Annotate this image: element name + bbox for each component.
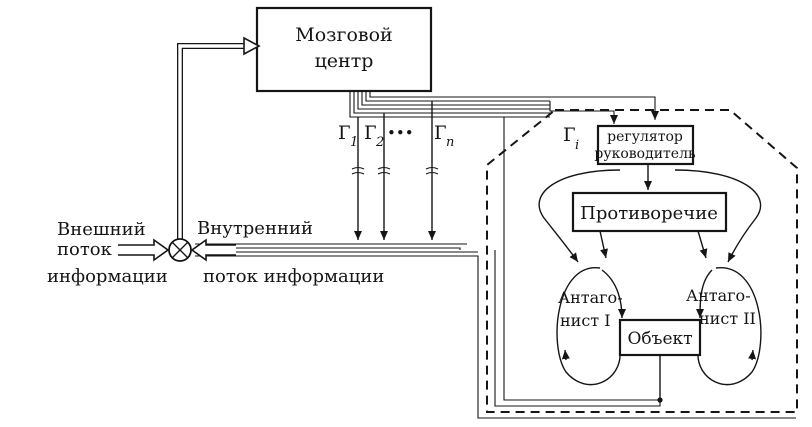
gamma-1-label: Г <box>338 122 351 144</box>
antagonist-2-return-arrow <box>748 349 757 361</box>
gamma-2-label: Г <box>364 122 377 144</box>
internal-flow-arrow <box>190 238 236 262</box>
regulator-label-1: регулятор <box>607 129 683 145</box>
contradiction-to-antagonist-1 <box>599 230 608 259</box>
gamma-n-subscript: n <box>446 135 454 150</box>
antagonist-1-return-arrow <box>561 349 570 361</box>
internal-flow-line-2 <box>195 247 461 250</box>
object-feedback-return-1 <box>503 117 660 401</box>
contradiction-to-antagonist-2 <box>697 230 708 259</box>
gamma-n-break <box>425 166 439 175</box>
channel-line-5 <box>365 91 550 102</box>
brain-center-box <box>255 6 433 93</box>
external-flow-label-2: поток <box>57 239 113 260</box>
contradiction-label: Противоречие <box>580 203 718 224</box>
gamma-1-break <box>351 166 365 175</box>
internal-flow-line-4 <box>195 255 796 419</box>
antagonist-1-label-1: Антаго- <box>558 288 623 307</box>
internal-flow-label-2: поток информации <box>203 266 384 287</box>
feedback-channel-inner <box>178 44 245 240</box>
contradiction-box <box>571 191 728 233</box>
gamma-2-subscript: 2 <box>375 135 384 150</box>
channel-line-6 <box>369 91 659 120</box>
regulator-label-2: руководитель <box>594 146 696 162</box>
gamma-i-label: Г <box>563 124 576 146</box>
gamma-dots: ••• <box>387 124 414 142</box>
channel-line-2 <box>353 91 550 114</box>
antagonist-2-label-2: нист II <box>699 309 756 328</box>
gamma-n-label: Г <box>434 122 447 144</box>
antagonist-1-label-2: нист I <box>560 311 611 330</box>
antagonist-2-label-1: Антаго- <box>686 286 751 305</box>
mixer-cross <box>171 241 189 259</box>
regulator-to-antagonist-2 <box>674 169 762 263</box>
antagonist-2-to-object <box>696 269 713 319</box>
gamma-1-subscript: 1 <box>350 135 358 150</box>
external-flow-label-1: Внешний <box>57 219 146 240</box>
gamma-2-break <box>377 166 391 175</box>
regulator-box <box>596 124 695 166</box>
antagonist-1-loop <box>556 267 621 386</box>
antagonist-1-to-object <box>601 269 626 319</box>
object-box <box>618 318 702 357</box>
object-label: Объект <box>627 329 692 349</box>
channel-line-7 <box>549 101 618 124</box>
brain-center-label-1: Мозговой <box>295 24 392 46</box>
channel-line-3 <box>357 91 550 110</box>
external-flow-arrow <box>118 238 170 262</box>
brain-center-label-2: центр <box>315 50 374 72</box>
regulator-to-antagonist-1 <box>538 169 621 263</box>
channel-line-1 <box>349 91 550 118</box>
external-flow-label-3: информации <box>47 266 168 287</box>
feedback-channel-outer <box>177 43 245 240</box>
antagonist-2-loop <box>697 267 762 386</box>
internal-flow-label-1: Внутренний <box>197 218 313 239</box>
object-feedback-return-2 <box>494 250 661 407</box>
feedback-channel-arrowhead <box>243 36 261 56</box>
gamma-i-subscript: i <box>575 138 579 153</box>
channel-line-4 <box>361 91 550 106</box>
junction-dot <box>657 397 663 403</box>
